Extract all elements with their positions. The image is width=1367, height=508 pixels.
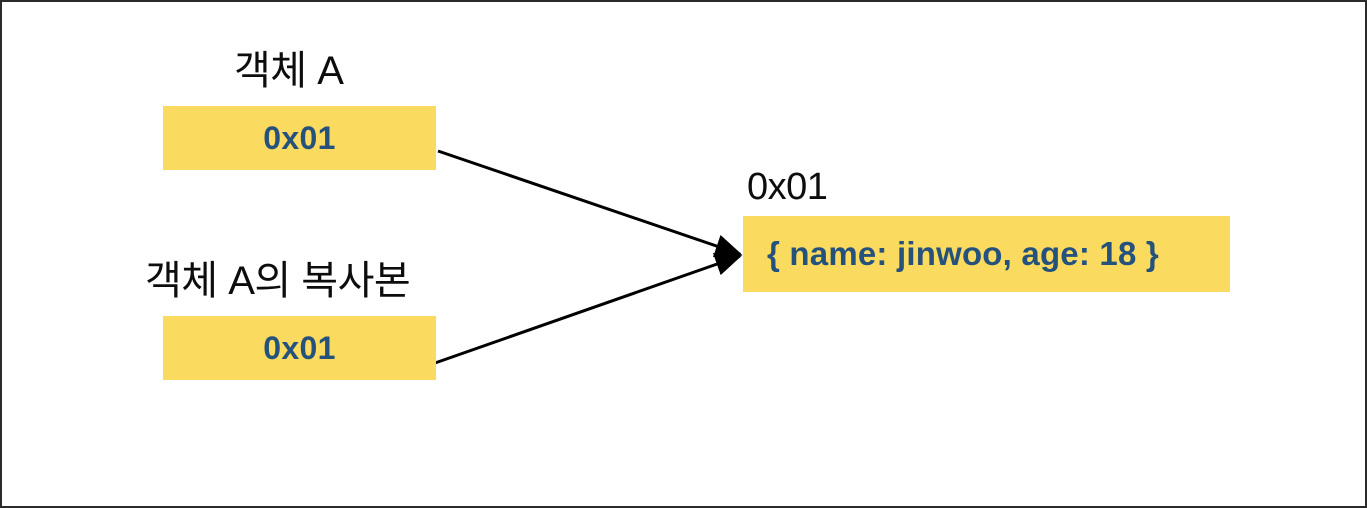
node-object-a-copy-caption: 객체 A의 복사본 <box>145 259 411 303</box>
node-heap-object-caption: 0x01 <box>747 166 828 208</box>
node-object-a-caption: 객체 A <box>234 49 344 93</box>
node-object-a-copy-box: 0x01 <box>163 316 436 380</box>
node-object-a-copy: 객체 A의 복사본 0x01 <box>145 260 436 380</box>
node-object-a: 객체 A 0x01 <box>163 50 436 170</box>
node-object-a-value: 0x01 <box>263 119 336 156</box>
node-heap-object: 0x01 { name: jinwoo, age: 18 } <box>743 166 1230 292</box>
arrow-object-a-to-heap <box>437 149 743 258</box>
arrow-object-a-copy-to-heap <box>434 253 743 365</box>
node-object-a-copy-value: 0x01 <box>263 329 336 366</box>
node-heap-object-box: { name: jinwoo, age: 18 } <box>743 215 1230 292</box>
node-object-a-box: 0x01 <box>163 106 436 170</box>
node-heap-object-value: { name: jinwoo, age: 18 } <box>767 234 1159 272</box>
